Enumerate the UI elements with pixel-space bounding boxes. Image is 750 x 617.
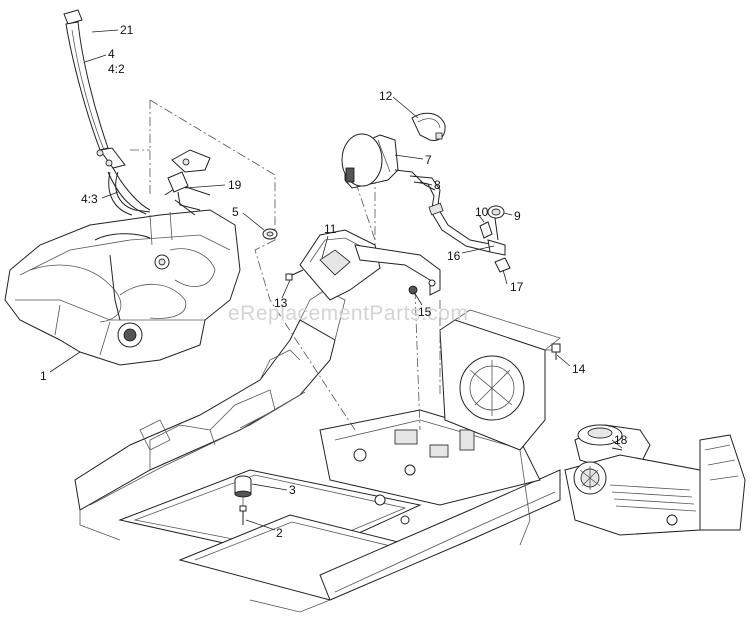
vent-valve-9 (487, 205, 505, 241)
leader-lines (49, 29, 623, 531)
grommet-5 (262, 228, 278, 240)
callout-10[interactable]: 10 (475, 205, 489, 219)
callout-14[interactable]: 14 (572, 362, 586, 376)
engine-18 (564, 424, 746, 536)
callout-labels: 21 4 4:2 4:3 19 5 1 12 7 8 10 9 11 16 17… (40, 23, 628, 540)
callout-16[interactable]: 16 (447, 249, 461, 263)
bracket-11 (299, 229, 441, 301)
callout-5[interactable]: 5 (232, 205, 239, 219)
hose-fitting-16 (487, 239, 506, 256)
bushing-3 (234, 475, 252, 498)
bolt-14 (551, 343, 561, 360)
vapor-hose-8 (409, 175, 496, 253)
watermark: eReplacementParts.com (228, 302, 468, 325)
callout-2[interactable]: 2 (276, 526, 283, 540)
bolt-13 (285, 269, 304, 281)
filler-neck-hose (63, 9, 151, 216)
canister-strap-12 (411, 112, 446, 141)
callout-7[interactable]: 7 (425, 153, 432, 167)
pin-2 (239, 505, 247, 525)
chassis-frame (74, 289, 561, 613)
callout-12[interactable]: 12 (379, 89, 393, 103)
callout-11[interactable]: 11 (324, 222, 337, 236)
elbow-17 (494, 257, 511, 273)
callout-4-2[interactable]: 4:2 (108, 62, 125, 76)
callout-4-3[interactable]: 4:3 (81, 192, 98, 206)
callout-17[interactable]: 17 (510, 280, 524, 294)
callout-8[interactable]: 8 (434, 178, 441, 192)
callout-3[interactable]: 3 (289, 483, 296, 497)
callout-18[interactable]: 18 (614, 433, 628, 447)
callout-13[interactable]: 13 (274, 296, 288, 310)
charcoal-canister (341, 133, 436, 191)
nut-15 (408, 285, 418, 295)
callout-4[interactable]: 4 (108, 47, 115, 61)
hose-clamp-bracket (167, 149, 211, 211)
callout-15[interactable]: 15 (418, 305, 432, 319)
clamp-10 (479, 221, 493, 239)
callout-21[interactable]: 21 (120, 23, 134, 37)
callout-19[interactable]: 19 (228, 178, 242, 192)
callout-1[interactable]: 1 (40, 369, 47, 383)
callout-9[interactable]: 9 (514, 209, 521, 223)
fuel-tank (4, 184, 241, 366)
